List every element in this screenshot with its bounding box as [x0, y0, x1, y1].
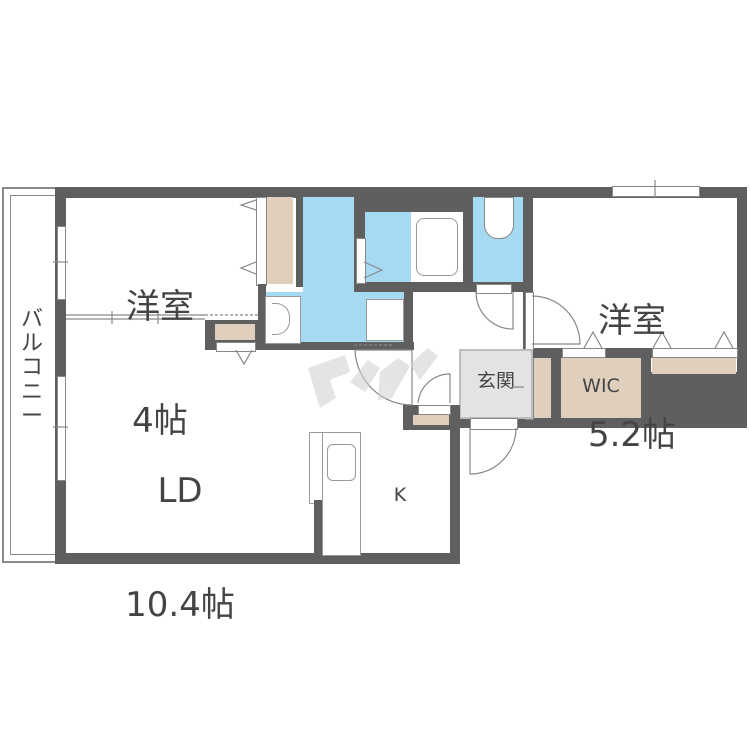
- wall-bath-top: [354, 197, 474, 212]
- ld-label: LD 10.4帖: [110, 396, 250, 663]
- ld-size: 10.4帖: [125, 585, 235, 626]
- toilet-door-frame: [476, 284, 512, 294]
- wall-bottom-ld: [55, 553, 460, 564]
- wall-wic-top: [523, 348, 747, 358]
- balcony-inner-line: [10, 195, 57, 555]
- wall-right-outer: [737, 187, 747, 427]
- wall-left-upper: [55, 187, 66, 563]
- entrance-storage-door: [418, 405, 451, 415]
- closet-room4: [265, 197, 293, 284]
- entrance-storage: [413, 415, 449, 425]
- room52-size: 5.2帖: [587, 415, 677, 456]
- room4-label: 洋室 4帖: [100, 212, 220, 479]
- watermark-logo: [308, 348, 438, 408]
- kitchen-sink: [327, 444, 356, 481]
- balcony: [2, 187, 57, 563]
- wall-wet-right: [404, 282, 413, 350]
- wall-wet-bottom: [258, 342, 414, 350]
- wall-wic-right: [641, 348, 651, 428]
- washing-machine-space: [366, 299, 404, 341]
- wall-wet-left: [258, 284, 266, 348]
- wall-bath-right: [463, 197, 473, 292]
- room4-name: 洋室: [126, 287, 194, 328]
- closet-room52-door: [652, 348, 738, 358]
- window-left-lower: [57, 376, 66, 481]
- ld-name: LD: [157, 471, 203, 512]
- ld-storage-door: [216, 342, 256, 352]
- wall-right-kitchen: [450, 420, 460, 564]
- ld-storage: [215, 324, 255, 340]
- wic-label: WIC: [582, 375, 620, 397]
- wall-bath-lower: [354, 282, 474, 292]
- window-left-upper: [57, 226, 66, 300]
- balcony-label: バルコニー: [20, 307, 43, 429]
- dark-block-right: [651, 372, 747, 428]
- wall-bottom-right: [460, 418, 747, 428]
- room4-size: 4帖: [132, 401, 188, 442]
- bath-door: [356, 238, 366, 284]
- kitchen-label: K: [393, 484, 407, 506]
- shoe-storage: [532, 358, 551, 418]
- wall-room4-right: [296, 187, 305, 287]
- wall-top: [55, 187, 747, 198]
- toilet: [484, 197, 514, 239]
- room52-name: 洋室: [598, 301, 666, 342]
- kitchen-counter: [322, 432, 361, 556]
- wall-wic-left: [551, 348, 561, 428]
- wall-kitchen-left: [314, 500, 324, 560]
- front-door-frame: [470, 418, 518, 430]
- window-top-right: [612, 186, 700, 197]
- room52-label: 洋室 5.2帖: [572, 226, 692, 493]
- wic-door: [562, 348, 606, 358]
- bathroom-floor: [365, 212, 412, 282]
- closet-room52: [652, 358, 736, 374]
- entrance-label: 玄関: [476, 370, 515, 392]
- walk-in-closet: [561, 358, 641, 418]
- bathtub-inner: [416, 218, 458, 276]
